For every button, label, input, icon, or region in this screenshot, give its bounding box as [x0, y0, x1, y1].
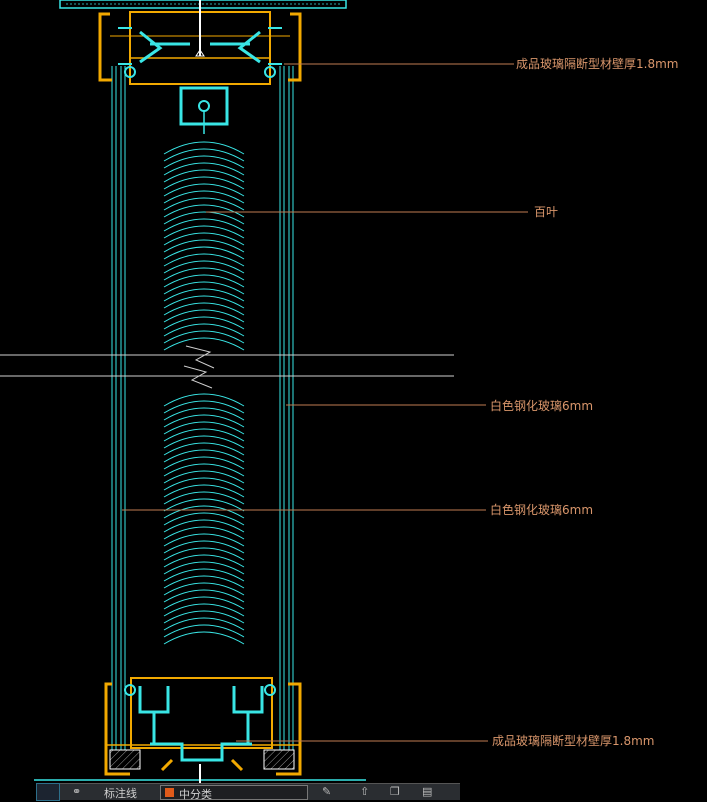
louver-slat — [163, 449, 245, 463]
layer-label: 标注线 — [104, 787, 137, 800]
louver-slat — [163, 176, 245, 190]
louver-slat — [163, 260, 245, 274]
louver-slat — [163, 463, 245, 477]
louver-slat — [163, 617, 245, 631]
callout-top-profile: 成品玻璃隔断型材壁厚1.8mm — [516, 57, 679, 71]
louver-slat — [163, 190, 245, 204]
stack-icon[interactable]: ▤ — [422, 785, 433, 798]
louver-slat — [163, 582, 245, 596]
louver-slat — [163, 596, 245, 610]
louver-slat — [163, 162, 245, 176]
louver-slat — [163, 442, 245, 456]
louver-slat — [163, 246, 245, 260]
hatched-blocks — [109, 749, 295, 770]
louver-slat — [163, 169, 245, 183]
louver-slat — [163, 267, 245, 281]
glass-pane-left — [111, 66, 126, 750]
louver-slat — [163, 568, 245, 582]
copy-icon[interactable]: ❐ — [390, 785, 400, 798]
louver-slat — [163, 204, 245, 218]
louver-slat — [163, 330, 245, 344]
break-line — [0, 345, 454, 389]
louver-slat — [163, 211, 245, 225]
louver-slat — [163, 295, 245, 309]
louver-slat — [163, 400, 245, 414]
louver-slat — [163, 393, 245, 407]
callout-bottom-profile: 成品玻璃隔断型材壁厚1.8mm — [492, 734, 655, 748]
louver-slat — [163, 547, 245, 561]
louver-slat — [163, 470, 245, 484]
louver-slat — [163, 316, 245, 330]
louver-slat — [163, 498, 245, 512]
louver-slat — [163, 519, 245, 533]
louver-slat — [163, 631, 245, 645]
louver-slat — [163, 575, 245, 589]
louver-slat — [163, 610, 245, 624]
louver-slat — [163, 323, 245, 337]
louver-slat — [163, 533, 245, 547]
louver-slat — [163, 477, 245, 491]
binoculars-icon[interactable]: ⚭ — [72, 785, 82, 798]
louver-slat — [163, 421, 245, 435]
louver-slat — [163, 561, 245, 575]
bottom-profile — [104, 677, 302, 776]
callout-louver: 百叶 — [534, 205, 559, 219]
louver-slat — [163, 435, 245, 449]
louver-slat — [163, 414, 245, 428]
leader-lines — [122, 63, 528, 742]
edit-icon[interactable]: ✎ — [322, 785, 332, 798]
louver-slat — [163, 302, 245, 316]
louver-slat — [163, 309, 245, 323]
louver-slat — [163, 183, 245, 197]
louver-slat — [163, 148, 245, 162]
louver-slat — [163, 526, 245, 540]
viewcube-corner[interactable] — [36, 783, 60, 801]
louver-slat — [163, 428, 245, 442]
louver-slat — [163, 484, 245, 498]
louver-slat — [163, 589, 245, 603]
louver-slat — [163, 624, 245, 638]
louver-slat — [163, 554, 245, 568]
louver-slat — [163, 281, 245, 295]
louver-slat — [163, 288, 245, 302]
status-bar: ⚭ 标注线 中分类 ✎ ⇧ ❐ ▤ — [60, 783, 460, 801]
top-profile — [98, 0, 302, 85]
louver-slat — [163, 253, 245, 267]
louver-slat — [163, 505, 245, 519]
layer-color-swatch — [165, 788, 174, 797]
louver-slat — [163, 197, 245, 211]
louver-slat — [163, 456, 245, 470]
louver-slat — [163, 141, 245, 155]
glass-pane-right — [279, 66, 294, 750]
louver-slat — [163, 540, 245, 554]
upload-icon[interactable]: ⇧ — [360, 785, 370, 798]
callout-glass-right: 白色钢化玻璃6mm — [490, 399, 594, 413]
louver-slats-upper — [163, 141, 245, 351]
layer-select[interactable]: 中分类 — [160, 785, 308, 801]
louver-slat — [163, 155, 245, 169]
callout-glass-left: 白色钢化玻璃6mm — [490, 503, 594, 517]
ceiling-element — [59, 0, 347, 9]
louver-slat — [163, 337, 245, 351]
louver-slat — [163, 232, 245, 246]
louver-headrail — [179, 86, 229, 134]
louver-slat — [163, 491, 245, 505]
louver-slats-lower — [163, 393, 245, 645]
louver-slat — [163, 239, 245, 253]
louver-slat — [163, 407, 245, 421]
louver-slat — [163, 603, 245, 617]
layer-value: 中分类 — [179, 788, 212, 801]
louver-slat — [163, 225, 245, 239]
louver-slat — [163, 218, 245, 232]
louver-slat — [163, 274, 245, 288]
louver-slat — [163, 512, 245, 526]
